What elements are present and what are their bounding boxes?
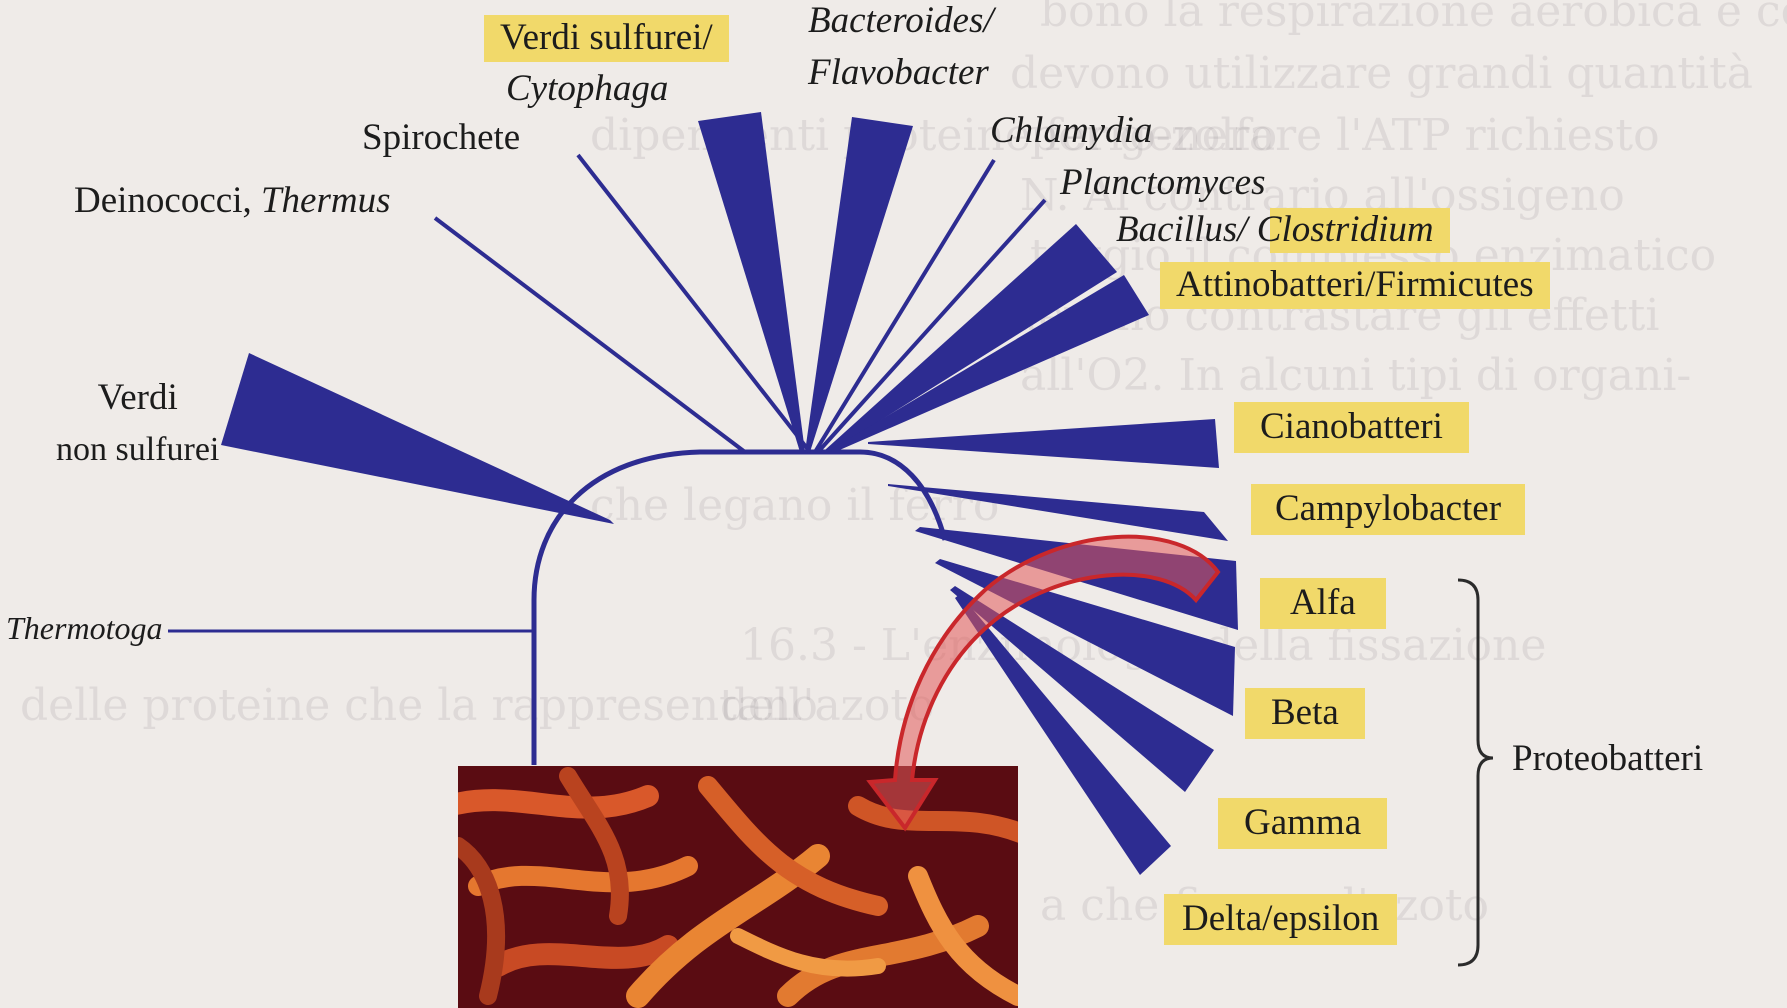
branch-cyano	[868, 419, 1219, 468]
label-green-nonsulfur-1: Verdi	[56, 372, 219, 424]
label-thermotoga: Thermotoga	[6, 610, 162, 647]
label-green-sulfur: Verdi sulfurei/	[484, 15, 729, 62]
label-beta: Beta	[1245, 688, 1365, 739]
branch-green-nonsulfur	[221, 353, 614, 524]
label-planctomyces-text: Planctomyces	[1060, 162, 1265, 203]
label-cyano: Cianobatteri	[1234, 402, 1469, 453]
label-flavobacter: Flavobacter	[808, 52, 989, 95]
label-spirochete: Spirochete	[362, 117, 520, 160]
label-green-nonsulfur-2: non sulfurei	[56, 424, 219, 476]
label-bacteroides: Bacteroides/	[808, 0, 994, 43]
bacteria-photo-svg	[458, 766, 1018, 1008]
label-planctomyces: Planctomyces	[1060, 162, 1265, 205]
label-deinococci-text: Deinococci,	[74, 180, 261, 221]
label-deinococci: Deinococci, Thermus	[74, 180, 391, 223]
bacteria-micrograph	[458, 766, 1018, 1008]
label-bacteroides-text: Bacteroides/	[808, 0, 994, 41]
tree-root-arc	[534, 452, 945, 765]
label-proteobacteria: Proteobatteri	[1512, 738, 1703, 781]
label-flavobacter-text: Flavobacter	[808, 52, 989, 93]
label-cytophaga-text: Cytophaga	[506, 68, 668, 109]
branch-deinococci	[435, 218, 745, 452]
label-gamma: Gamma	[1218, 798, 1387, 849]
branch-actino	[830, 275, 1149, 452]
label-chlamydia: Chlamydia	[990, 110, 1152, 153]
label-chlamydia-text: Chlamydia	[990, 110, 1152, 151]
branch-green-sulfur	[698, 112, 805, 452]
label-alfa: Alfa	[1260, 578, 1386, 629]
label-bacillus: Bacillus/ Clostridium	[1100, 208, 1450, 253]
label-campylobacter: Campylobacter	[1251, 484, 1525, 535]
proteobacteria-brace	[1458, 580, 1493, 965]
label-thermus-text: Thermus	[261, 180, 391, 221]
label-green-nonsulfur: Verdi non sulfurei	[56, 372, 219, 476]
label-cytophaga: Cytophaga	[506, 68, 668, 111]
label-thermotoga-text: Thermotoga	[6, 610, 162, 646]
label-bacillus-text: Bacillus/ Clostridium	[1116, 209, 1434, 250]
label-actino: Attinobatteri/Firmicutes	[1160, 262, 1550, 309]
label-delta: Delta/epsilon	[1164, 894, 1397, 945]
